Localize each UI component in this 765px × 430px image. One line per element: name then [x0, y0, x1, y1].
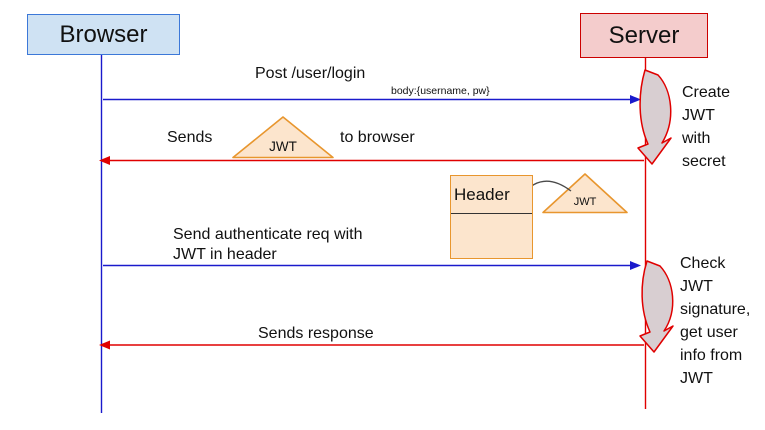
jwt-triangle-small-label: JWT [573, 196, 597, 208]
browser-actor-label: Browser [59, 20, 148, 48]
server-actor-label: Server [608, 21, 680, 49]
to-browser-label: to browser [340, 129, 415, 146]
jwt-triangle-small-icon [542, 173, 628, 214]
server-actor-box: Server [580, 13, 708, 58]
create-jwt-self-arrow [637, 69, 672, 165]
header-object-label: Header [451, 176, 532, 214]
auth-req-label: Send authenticate req with JWT in header [173, 226, 363, 263]
post-login-label: Post /user/login [255, 65, 366, 82]
header-object-box: Header [450, 175, 533, 259]
create-jwt-note: Create JWT with secret [682, 84, 731, 170]
browser-actor-box: Browser [27, 14, 180, 55]
jwt-triangle-icon [232, 116, 334, 159]
post-login-body-note: body:{username, pw} [391, 85, 490, 97]
response-label: Sends response [258, 325, 374, 342]
check-jwt-note: Check JWT signature, get user info from … [680, 255, 751, 387]
jwt-triangle-label: JWT [269, 139, 297, 154]
check-jwt-self-arrow [639, 260, 674, 353]
auth-req-arrowhead [630, 261, 641, 270]
sends-jwt-arrowhead [99, 156, 110, 165]
post-login-arrowhead [630, 95, 641, 104]
response-arrowhead [99, 340, 110, 350]
sends-label: Sends [167, 129, 213, 146]
